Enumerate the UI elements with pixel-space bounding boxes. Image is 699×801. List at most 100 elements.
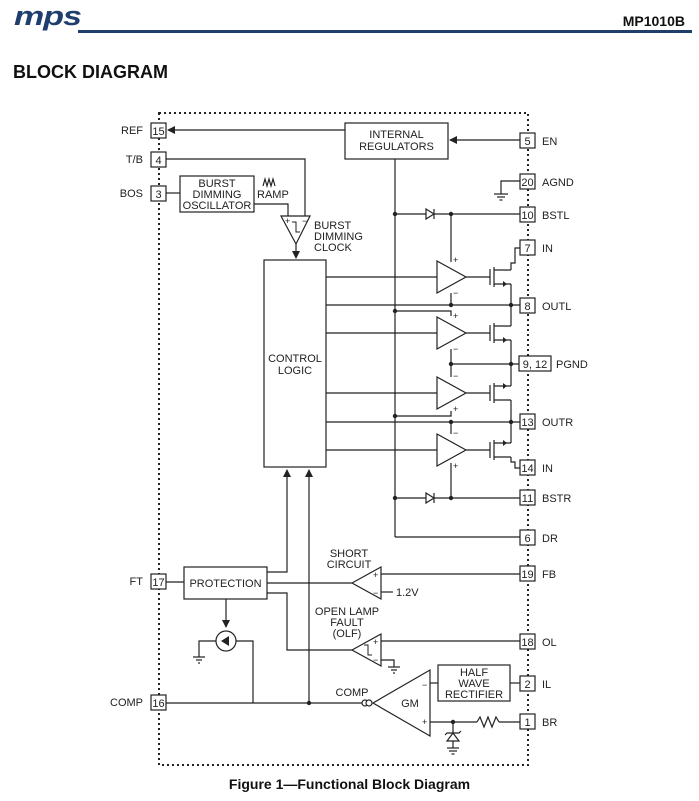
pin-outr: 13 OUTR [519,413,573,430]
section-title: BLOCK DIAGRAM [13,62,168,82]
mps-logo: mps [14,0,82,32]
wire-cs-gnd [198,640,216,657]
mosfet-icon [489,323,511,343]
svg-text:−: − [453,428,458,438]
figure-caption: Figure 1—Functional Block Diagram [228,776,471,792]
page-header: mps MP1010B [0,0,699,40]
svg-text:20: 20 [521,177,533,189]
svg-text:+: + [373,637,378,647]
svg-text:GM: GM [401,698,419,710]
svg-text:8: 8 [524,301,530,313]
svg-text:SHORT: SHORT [330,548,369,560]
svg-text:LOGIC: LOGIC [278,365,312,377]
svg-text:PROTECTION: PROTECTION [189,578,261,590]
svg-text:REF: REF [121,125,143,137]
svg-text:+: + [422,717,427,727]
svg-text:+: + [453,255,458,265]
svg-text:OUTR: OUTR [542,417,573,429]
svg-text:(OLF): (OLF) [333,628,362,640]
svg-text:5: 5 [524,136,530,148]
svg-text:IN: IN [542,243,553,255]
pin-ref: 15 REF [121,122,167,139]
protection-block: PROTECTION [183,566,268,600]
control-logic-block: CONTROL LOGIC [263,259,327,468]
pin-agnd: 20 AGND [519,173,574,190]
svg-text:DR: DR [542,533,558,545]
pin-comp: 16 COMP [110,694,167,711]
svg-text:−: − [422,680,427,690]
svg-text:EN: EN [542,136,557,148]
wire-olf-out [267,592,352,651]
svg-text:+: + [453,461,458,471]
svg-text:OL: OL [542,637,557,649]
vref-label: 1.2V [396,587,419,599]
svg-text:6: 6 [524,533,530,545]
pin-dr: 6 DR [519,529,558,546]
svg-text:COMP: COMP [110,697,143,709]
svg-text:7: 7 [524,243,530,255]
gate-driver-4: −+ [436,422,520,471]
svg-text:PGND: PGND [556,359,588,371]
svg-text:BURST: BURST [198,178,236,190]
svg-text:−: − [453,371,458,381]
open-lamp-fault-comparator: + − [350,632,382,668]
ic-boundary [158,112,529,766]
agnd-ground-icon [494,180,520,201]
pin-bstl: 10 BSTL [519,206,570,223]
svg-text:1: 1 [524,717,530,729]
svg-text:DIMMING: DIMMING [314,231,363,243]
pin-il: 2 IL [519,675,551,692]
svg-text:RECTIFIER: RECTIFIER [445,689,503,701]
svg-text:+: + [285,216,290,226]
pin-bos: 3 BOS [120,185,167,202]
resistor-icon [476,715,500,729]
diode-bstl-icon [425,207,436,221]
svg-text:DIMMING: DIMMING [193,189,242,201]
svg-text:BOS: BOS [120,188,143,200]
wire-bus-tap-2 [395,310,452,316]
part-number: MP1010B [622,13,685,29]
gm-amplifier: GM − + [371,668,431,738]
pin-en: 5 EN [519,132,557,149]
svg-text:AGND: AGND [542,177,574,189]
zener-diode-icon [444,722,462,755]
svg-text:10: 10 [521,210,533,222]
svg-text:14: 14 [521,463,533,475]
gate-driver-1: +− [436,247,520,305]
mosfet-icon [489,267,511,287]
pin-ft: 17 FT [130,573,167,590]
svg-text:−: − [453,288,458,298]
svg-text:4: 4 [155,155,161,167]
wire-bus-tap-3 [395,411,452,417]
svg-text:HALF: HALF [460,667,488,679]
mosfet-icon [489,383,511,403]
pin-tb: 4 T/B [126,151,167,168]
burst-dimming-clock-comparator: + − [279,215,311,246]
pin-ol: 18 OL [519,633,557,650]
comp-node-icon [361,699,373,707]
svg-text:+: + [453,404,458,414]
ground-icon [388,666,400,674]
wire-cs-comp [236,640,254,703]
burst-dimming-clock-label: BURST DIMMING CLOCK [314,220,363,254]
svg-text:15: 15 [152,126,164,138]
burst-dimming-oscillator-block: BURST DIMMING OSCILLATOR [179,175,255,213]
svg-text:IN: IN [542,463,553,475]
svg-text:3: 3 [155,189,161,201]
svg-text:CONTROL: CONTROL [268,353,322,365]
svg-text:−: − [453,344,458,354]
ramp-icon [262,176,276,189]
ramp-label: RAMP [257,189,289,201]
svg-text:CIRCUIT: CIRCUIT [327,559,372,571]
svg-text:BR: BR [542,717,557,729]
svg-text:INTERNAL: INTERNAL [369,129,423,141]
svg-text:IL: IL [542,679,551,691]
gate-driver-2: +− [436,305,512,364]
current-source-icon [215,630,237,652]
svg-text:−: − [373,588,378,598]
svg-text:WAVE: WAVE [458,678,489,690]
header-rule [78,30,692,33]
wire-tb [166,158,306,217]
pin-fb: 19 FB [519,565,556,582]
